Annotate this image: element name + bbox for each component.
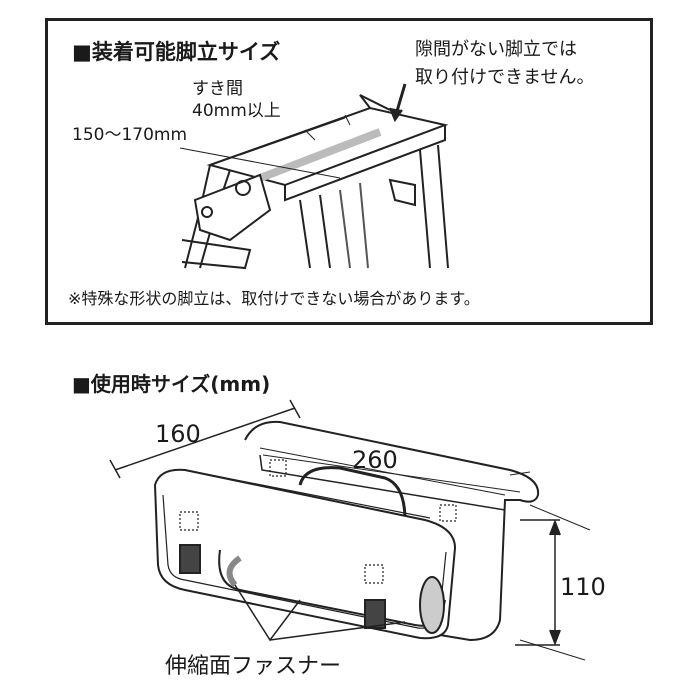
- fastener-label: 伸縮面ファスナー: [165, 654, 342, 679]
- warning-line-2: 取り付けできません。: [415, 67, 595, 88]
- warning-line-1: 隙間がない脚立では: [415, 39, 577, 60]
- gap-label: すき間: [192, 79, 243, 99]
- bag-illustration: [109, 399, 591, 661]
- mountable-ladder-title: ■装着可能脚立サイズ: [72, 40, 281, 64]
- depth-dimension: 160: [155, 420, 201, 448]
- height-dimension: 110: [560, 573, 606, 601]
- mountable-ladder-panel: [45, 18, 653, 325]
- ladder-illustration: [179, 83, 449, 270]
- footnote: ※特殊な形状の脚立は、取付けできない場合があります。: [68, 289, 480, 308]
- usage-size-title: ■使用時サイズ(mm): [72, 372, 271, 396]
- width-dimension: 260: [352, 446, 398, 474]
- width-range: 150〜170mm: [72, 125, 188, 145]
- gap-value: 40mm以上: [192, 101, 281, 121]
